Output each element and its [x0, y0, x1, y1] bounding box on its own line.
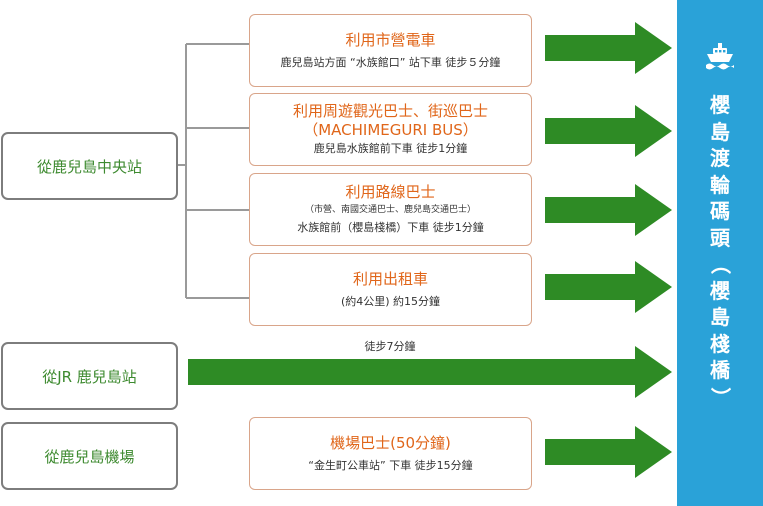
destination-char: （ [708, 254, 733, 275]
route-detail: 鹿兒島站方面 “水族館口” 站下車 徒步５分鐘 [280, 55, 501, 69]
arrow-city-view [545, 105, 672, 157]
route-title: 利用路線巴士 [345, 183, 436, 201]
route-title: 利用出租車 [352, 269, 428, 288]
origin-kagoshima-chuo: 從鹿兒島中央站 [1, 132, 178, 200]
route-detail: 水族館前（櫻島棧橋）下車 徒步1分鐘 [297, 221, 484, 234]
arrow-airport-bus [545, 426, 672, 478]
route-taxi: 利用出租車 (約4公里) 約15分鐘 [249, 253, 532, 326]
route-detail: (約4公里) 約15分鐘 [340, 294, 441, 308]
route-detail: “金生町公車站” 下車 徒步15分鐘 [308, 458, 473, 472]
destination-char: 碼 [710, 199, 730, 223]
route-tram: 利用市營電車 鹿兒島站方面 “水族館口” 站下車 徒步５分鐘 [249, 14, 532, 87]
destination-char: 櫻 [710, 278, 730, 303]
arrow-jr-walk [188, 346, 672, 398]
arrow-bus [545, 184, 672, 236]
route-city-bus: 利用路線巴士 （市營、南國交通巴士、鹿兒島交通巴士） 水族館前（櫻島棧橋）下車 … [249, 173, 532, 246]
route-detail: 鹿兒島水族館前下車 徒步1分鐘 [313, 142, 468, 155]
route-title-sub: （MACHIMEGURI BUS） [303, 121, 478, 139]
ship-icon [706, 43, 734, 70]
destination-char: 頭 [710, 225, 730, 250]
route-title: 機場巴士(50分鐘) [330, 433, 451, 452]
destination-sakurajima-ferry-terminal: 櫻 島 渡 輪 碼 頭 （ 櫻 島 棧 橋 ） [677, 0, 763, 506]
origin-label: 從JR 鹿兒島站 [42, 367, 137, 386]
arrow-taxi [545, 261, 672, 313]
route-city-view-bus: 利用周遊觀光巴士、街巡巴士 （MACHIMEGURI BUS） 鹿兒島水族館前下… [249, 93, 532, 166]
walk-label: 徒步7分鐘 [364, 340, 416, 353]
destination-char: 渡 [710, 146, 730, 170]
origin-kagoshima-airport: 從鹿兒島機場 [1, 422, 178, 490]
route-title: 利用周遊觀光巴士、街巡巴士 [292, 102, 488, 120]
arrow-tram [545, 22, 672, 74]
route-title: 利用市營電車 [345, 30, 436, 49]
route-airport-bus: 機場巴士(50分鐘) “金生町公車站” 下車 徒步15分鐘 [249, 417, 532, 490]
destination-name: 櫻 島 渡 輪 碼 頭 （ 櫻 島 棧 橋 ） [677, 92, 763, 410]
destination-char: ） [708, 386, 733, 407]
destination-char: 橋 [710, 358, 730, 382]
destination-char: 島 [710, 305, 730, 329]
destination-char: 島 [710, 119, 730, 144]
origin-label: 從鹿兒島機場 [44, 447, 135, 466]
origin-label: 從鹿兒島中央站 [36, 157, 142, 176]
destination-char: 櫻 [710, 93, 730, 117]
destination-char: 棧 [710, 331, 730, 356]
route-operators: （市營、南國交通巴士、鹿兒島交通巴士） [304, 205, 476, 215]
origin-jr-kagoshima: 從JR 鹿兒島站 [1, 342, 178, 410]
destination-char: 輪 [710, 172, 730, 197]
